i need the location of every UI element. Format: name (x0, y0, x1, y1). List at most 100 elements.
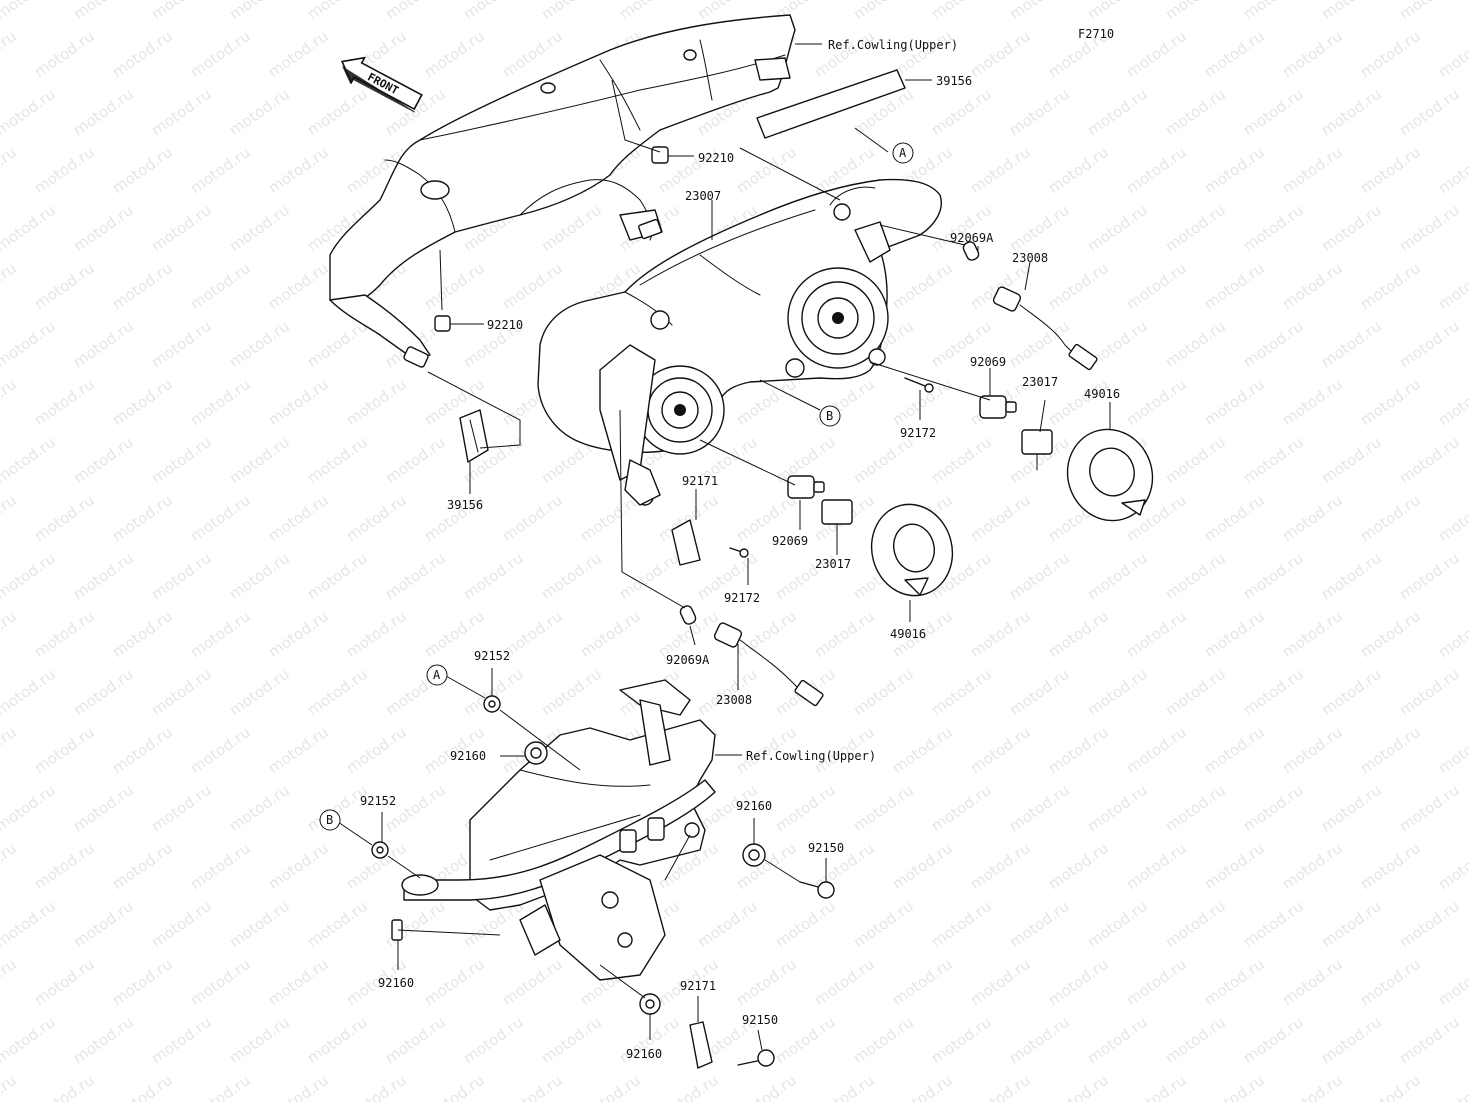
watermark-text: motod.ru (733, 143, 800, 197)
watermark-text: motod.ru (928, 85, 995, 139)
watermark-text: motod.ru (226, 1013, 293, 1067)
watermark-text: motod.ru (577, 1071, 644, 1102)
watermark-text: motod.ru (1045, 955, 1112, 1009)
dust-cover-49016-right (1066, 428, 1154, 522)
watermark-text: motod.ru (382, 433, 449, 487)
watermark-text: motod.ru (889, 1071, 956, 1102)
watermark-text: motod.ru (148, 317, 215, 371)
watermark-text: motod.ru (226, 665, 293, 719)
watermark-text: motod.ru (31, 491, 98, 545)
watermark-text: motod.ru (187, 955, 254, 1009)
watermark-text: motod.ru (577, 607, 644, 661)
front-arrow-icon: FRONT (340, 56, 423, 113)
watermark-text: motod.ru (1201, 723, 1268, 777)
watermark-text: motod.ru (265, 1071, 332, 1102)
watermark-text: motod.ru (1240, 85, 1307, 139)
watermark-text: motod.ru (1435, 259, 1469, 313)
watermark-text: motod.ru (265, 607, 332, 661)
watermark-text: motod.ru (499, 955, 566, 1009)
watermark-text: motod.ru (31, 723, 98, 777)
watermark-text: motod.ru (1279, 491, 1346, 545)
watermark-text: motod.ru (811, 607, 878, 661)
callout-49016-right: 49016 (1084, 387, 1120, 401)
watermark-text: motod.ru (109, 491, 176, 545)
watermark-text: motod.ru (655, 1071, 722, 1102)
watermark-text: motod.ru (70, 665, 137, 719)
watermark-text: motod.ru (1318, 549, 1385, 603)
callout-ref-b-mid: B (826, 409, 833, 423)
watermark-text: motod.ru (265, 27, 332, 81)
watermark-text: motod.ru (148, 549, 215, 603)
callout-92152-bottom: 92152 (360, 794, 396, 808)
watermark-text: motod.ru (304, 433, 371, 487)
watermark-text: motod.ru (1201, 607, 1268, 661)
watermark-text: motod.ru (1123, 723, 1190, 777)
watermark-text: motod.ru (0, 723, 20, 777)
watermark-text: motod.ru (31, 143, 98, 197)
watermark-text: motod.ru (1396, 85, 1463, 139)
watermark-text: motod.ru (1279, 955, 1346, 1009)
watermark-text: motod.ru (616, 549, 683, 603)
callout-ref-cowling-bottom: Ref.Cowling(Upper) (746, 749, 876, 763)
watermark-text: motod.ru (187, 839, 254, 893)
watermark-text: motod.ru (0, 85, 59, 139)
watermark-text: motod.ru (733, 607, 800, 661)
watermark-text: motod.ru (1162, 665, 1229, 719)
watermark-text: motod.ru (1396, 665, 1463, 719)
watermark-text: motod.ru (772, 1013, 839, 1067)
watermark-text: motod.ru (1240, 549, 1307, 603)
callout-92160-d: 92160 (626, 1047, 662, 1061)
watermark-text: motod.ru (265, 375, 332, 429)
watermark-text: motod.ru (0, 491, 20, 545)
watermark-text: motod.ru (343, 375, 410, 429)
watermark-text: motod.ru (1318, 665, 1385, 719)
watermark-text: motod.ru (1435, 375, 1469, 429)
callout-92069-left: 92069 (772, 534, 808, 548)
watermark-text: motod.ru (31, 259, 98, 313)
watermark-text: motod.ru (1084, 85, 1151, 139)
watermark-text: motod.ru (109, 259, 176, 313)
watermark-text: motod.ru (1435, 955, 1469, 1009)
watermark-text: motod.ru (70, 897, 137, 951)
watermark-text: motod.ru (1279, 839, 1346, 893)
watermark-text: motod.ru (1006, 0, 1073, 23)
watermark-text: motod.ru (0, 839, 20, 893)
watermark-text: motod.ru (1318, 201, 1385, 255)
watermark-text: motod.ru (538, 665, 605, 719)
watermark-text: motod.ru (148, 201, 215, 255)
watermark-text: motod.ru (343, 1071, 410, 1102)
watermark-text: motod.ru (889, 839, 956, 893)
watermark-text: motod.ru (811, 1071, 878, 1102)
watermark-text: motod.ru (0, 0, 59, 23)
watermark-text: motod.ru (928, 433, 995, 487)
watermark-text: motod.ru (0, 665, 59, 719)
watermark-text: motod.ru (148, 897, 215, 951)
watermark-text: motod.ru (1123, 143, 1190, 197)
watermark-text: motod.ru (1084, 201, 1151, 255)
watermark-text: motod.ru (1084, 549, 1151, 603)
callout-92160-c: 92160 (736, 799, 772, 813)
watermark-text: motod.ru (0, 955, 20, 1009)
watermark-text: motod.ru (187, 723, 254, 777)
watermark-text: motod.ru (1123, 259, 1190, 313)
watermark-text: motod.ru (538, 0, 605, 23)
watermark-text: motod.ru (499, 491, 566, 545)
watermark-text: motod.ru (109, 143, 176, 197)
watermark-text: motod.ru (1240, 781, 1307, 835)
watermark-text: motod.ru (187, 1071, 254, 1102)
watermark-text: motod.ru (343, 723, 410, 777)
watermark-text: motod.ru (1357, 723, 1424, 777)
bulb-holder-23017-left (821, 499, 853, 541)
watermark-text: motod.ru (772, 781, 839, 835)
watermark-text: motod.ru (265, 839, 332, 893)
dust-cover-49016-left (870, 503, 954, 597)
watermark-text: motod.ru (343, 607, 410, 661)
watermark-text: motod.ru (0, 201, 59, 255)
watermark-text: motod.ru (0, 607, 20, 661)
headlight-stay-bracket (401, 679, 716, 981)
watermark-text: motod.ru (0, 1071, 20, 1102)
watermark-text: motod.ru (1357, 1071, 1424, 1102)
watermark-text: motod.ru (733, 955, 800, 1009)
watermark-text: motod.ru (304, 1013, 371, 1067)
watermark-text: motod.ru (1162, 317, 1229, 371)
